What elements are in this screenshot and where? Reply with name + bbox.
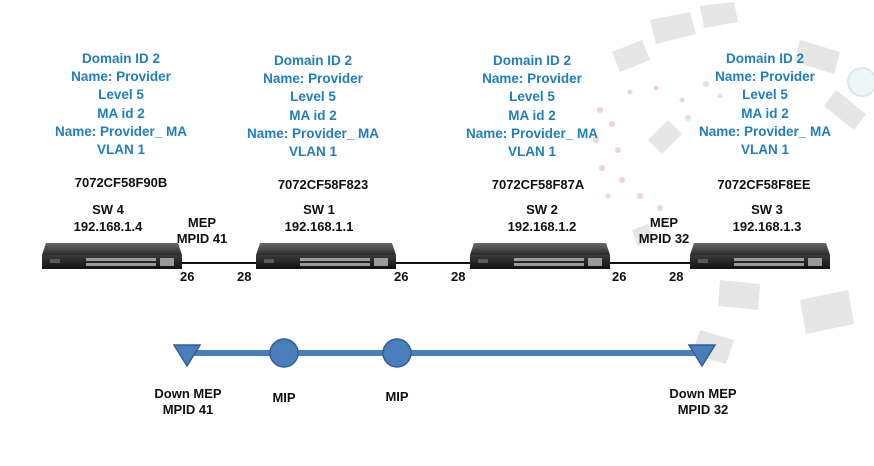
sw3-ip: 192.168.1.3: [732, 219, 802, 234]
down-mep-left-label: Down MEP MPID 41: [146, 386, 230, 418]
sw4-serial: 7072CF58F90B: [74, 175, 168, 190]
sw1-ip: 192.168.1.1: [284, 219, 354, 234]
sw1-label: SW 1 192.168.1.1: [229, 201, 409, 235]
port-label: 26: [394, 269, 409, 284]
mep-right-label: MEP MPID 32: [634, 215, 694, 247]
sw2-label: SW 2 192.168.1.2: [452, 201, 632, 235]
sw2-ma-name: Name: Provider_ MA: [465, 125, 599, 141]
down-mep-left-mpid: MPID 41: [162, 402, 214, 417]
port-label: 26: [180, 269, 195, 284]
port-label: 28: [237, 269, 252, 284]
sw2-info-block: Domain ID 2 Name: Provider Level 5 MA id…: [442, 52, 622, 161]
sw4-domain-id: Domain ID 2: [81, 51, 160, 66]
mep-right-title: MEP: [649, 215, 679, 230]
sw1-serial: 7072CF58F823: [277, 177, 369, 192]
port-label: 28: [669, 269, 684, 284]
sw2-domain-name: Name: Provider: [482, 71, 582, 87]
port-label: 26: [612, 269, 627, 284]
sw3-ma-name: Name: Provider_ MA: [698, 123, 832, 139]
sw4-domain-name: Name: Provider: [71, 69, 171, 85]
sw4-ma-id: MA id 2: [97, 105, 145, 121]
mip-label-2: MIP: [385, 389, 409, 404]
sw4-name: SW 4: [92, 202, 124, 217]
switch-sw1-device: [256, 243, 396, 269]
switch-sw3-device: [690, 243, 830, 269]
sw2-domain-id: Domain ID 2: [492, 53, 571, 68]
sw4-info-block: Domain ID 2 Name: Provider Level 5 MA id…: [31, 50, 211, 159]
sw4-vlan: VLAN 1: [96, 142, 145, 158]
sw4-label: SW 4 192.168.1.4: [18, 201, 198, 235]
sw1-level: Level 5: [290, 89, 336, 105]
sw1-domain-id: Domain ID 2: [273, 53, 352, 68]
sw3-serial: 7072CF58F8EE: [717, 177, 811, 192]
down-mep-right-marker: [687, 344, 717, 368]
sw3-ma-id: MA id 2: [741, 105, 789, 121]
sw2-ip: 192.168.1.2: [507, 219, 577, 234]
sw2-ma-id: MA id 2: [508, 107, 556, 123]
sw1-ma-id: MA id 2: [289, 107, 337, 123]
mep-left-mpid: MPID 41: [176, 231, 228, 246]
mip-label-1: MIP: [272, 390, 296, 405]
down-mep-right-mpid: MPID 32: [677, 402, 729, 417]
sw3-label: SW 3 192.168.1.3: [677, 201, 857, 235]
sw3-name: SW 3: [751, 202, 783, 217]
sw1-name: SW 1: [303, 202, 335, 217]
switch-sw2-device: [470, 243, 610, 269]
sw3-domain-name: Name: Provider: [715, 69, 815, 85]
sw2-vlan: VLAN 1: [507, 144, 556, 160]
down-mep-right-label: Down MEP MPID 32: [661, 386, 745, 418]
down-mep-left-marker: [172, 344, 202, 368]
switch-sw4-device: [42, 243, 182, 269]
sw1-domain-name: Name: Provider: [263, 71, 363, 87]
down-mep-left-title: Down MEP: [154, 386, 222, 401]
sw4-ma-name: Name: Provider_ MA: [54, 123, 188, 139]
sw4-level: Level 5: [98, 87, 144, 103]
sw1-ma-name: Name: Provider_ MA: [246, 125, 380, 141]
sw2-level: Level 5: [509, 89, 555, 105]
sw3-domain-id: Domain ID 2: [725, 51, 804, 66]
mip-marker-2: [382, 338, 412, 368]
mep-left-label: MEP MPID 41: [172, 215, 232, 247]
sw1-info-block: Domain ID 2 Name: Provider Level 5 MA id…: [223, 52, 403, 161]
sw4-ip: 192.168.1.4: [73, 219, 143, 234]
sw2-name: SW 2: [526, 202, 558, 217]
sw3-info-block: Domain ID 2 Name: Provider Level 5 MA id…: [675, 50, 855, 159]
down-mep-right-title: Down MEP: [669, 386, 737, 401]
sw3-vlan: VLAN 1: [740, 142, 789, 158]
sw2-serial: 7072CF58F87A: [491, 177, 585, 192]
port-label: 28: [451, 269, 466, 284]
mep-right-mpid: MPID 32: [638, 231, 690, 246]
mep-left-title: MEP: [187, 215, 217, 230]
mip-marker-1: [269, 338, 299, 368]
sw3-level: Level 5: [742, 87, 788, 103]
sw1-vlan: VLAN 1: [288, 144, 337, 160]
